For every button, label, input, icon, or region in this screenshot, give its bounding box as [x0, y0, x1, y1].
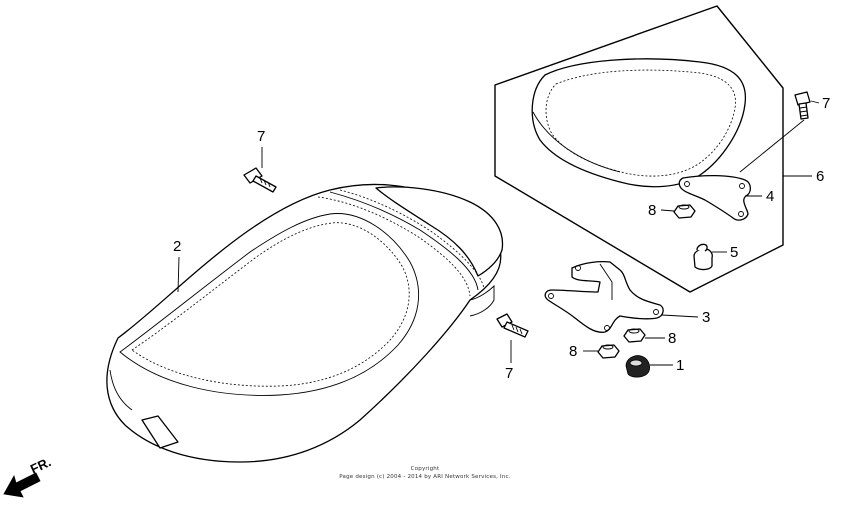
acorn-nut[interactable] — [625, 355, 650, 378]
callout-1: 1 — [676, 357, 684, 374]
flange-nut-upper[interactable] — [673, 204, 696, 219]
passenger-kit-box — [494, 5, 784, 293]
passenger-seat[interactable] — [531, 58, 747, 188]
callout-6: 6 — [816, 168, 824, 185]
copyright-notice: Page design (c) 2004 - 2014 by ARI Netwo… — [339, 474, 511, 480]
callout-3: 3 — [702, 309, 710, 326]
flange-nut-left[interactable] — [597, 344, 620, 359]
callout-labels: 2 7 7 7 6 4 8 5 3 8 8 1 — [173, 95, 830, 382]
callout-8-right: 8 — [668, 330, 676, 347]
bolt-top-right[interactable] — [794, 91, 811, 120]
leader-lines — [177, 100, 820, 366]
callout-5: 5 — [730, 244, 738, 261]
callout-4: 4 — [766, 188, 774, 205]
callout-2: 2 — [173, 238, 181, 255]
callout-7-top-right: 7 — [822, 95, 830, 112]
front-arrow-icon — [3, 472, 41, 498]
pillion-bracket[interactable] — [678, 174, 752, 221]
callout-8-left: 8 — [569, 343, 577, 360]
bolt-top-left[interactable] — [243, 167, 277, 193]
main-seat[interactable] — [106, 183, 504, 463]
callout-8-upper: 8 — [648, 202, 656, 219]
flange-nut-right[interactable] — [623, 328, 646, 343]
copyright-label: Copyright — [410, 466, 440, 472]
cap-nut[interactable] — [693, 243, 713, 271]
seat-bracket[interactable] — [544, 261, 664, 333]
bolt-middle[interactable] — [496, 313, 529, 338]
callout-7-middle: 7 — [505, 365, 513, 382]
callout-7-top-left: 7 — [257, 128, 265, 145]
